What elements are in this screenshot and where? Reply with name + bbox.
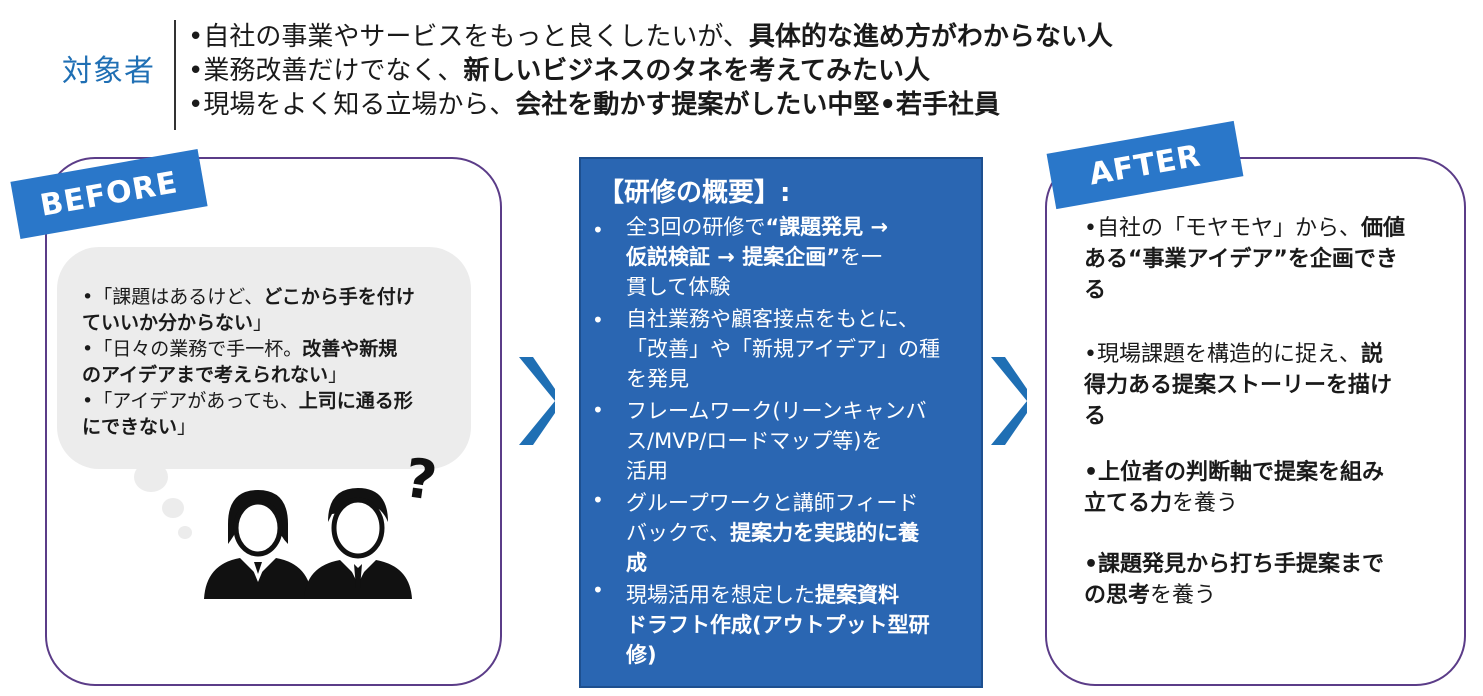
overview-line: 活用 <box>626 459 668 483</box>
bullet-icon: • <box>592 308 604 332</box>
chevron-right-icon <box>519 357 555 445</box>
overview-line: グループワークと講師フィード <box>626 491 919 515</box>
overview-line: 自社業務や顧客接点をもとに、 <box>626 307 919 331</box>
after-panel <box>1045 157 1466 686</box>
training-overview-title: 【研修の概要】: <box>598 178 791 208</box>
after-line: 得力ある提案ストーリーを描け <box>1084 373 1393 398</box>
target-line-emphasis: 会社を動かす提案がしたい中堅•若手社員 <box>515 90 1000 120</box>
overview-line: 成 <box>626 551 647 575</box>
overview-line: 全3回の研修で“課題発見 → <box>626 215 889 239</box>
overview-line: 仮説検証 → 提案企画”を一 <box>626 245 883 269</box>
target-line-text: •業務改善だけでなく、 <box>188 56 464 86</box>
bubble-line: •「日々の業務で手一杯。改善や新規 <box>82 338 398 360</box>
overview-line: 「改善」や「新規アイデア」の種 <box>626 337 940 361</box>
after-line: る <box>1084 278 1107 303</box>
after-line: ある“事業アイデア”を企画でき <box>1084 247 1398 272</box>
thought-dot <box>162 498 184 518</box>
target-line-3: •現場をよく知る立場から、会社を動かす提案がしたい中堅•若手社員 <box>188 88 1000 122</box>
bullet-icon: • <box>592 488 604 512</box>
bubble-line: にできない」 <box>82 416 197 438</box>
target-line-emphasis: 新しいビジネスのタネを考えてみたい人 <box>463 56 931 86</box>
overview-line: 修) <box>626 643 657 667</box>
overview-line: 貫して体験 <box>626 275 731 299</box>
training-overview-box <box>579 157 983 688</box>
after-line: •課題発見から打ち手提案まで <box>1084 552 1385 577</box>
after-line: •自社の「モヤモヤ」から、価値 <box>1084 216 1405 241</box>
after-line: •現場課題を構造的に捉え、説 <box>1084 342 1383 367</box>
overview-line: バックで、提案力を実践的に養 <box>626 521 920 545</box>
chevron-right-icon <box>991 357 1027 445</box>
bubble-line: •「課題はあるけど、どこから手を付け <box>82 286 415 308</box>
target-line-1: •自社の事業やサービスをもっと良くしたいが、具体的な進め方がわからない人 <box>188 20 1113 54</box>
overview-line: フレームワーク(リーンキャンバ <box>626 399 927 423</box>
target-audience-label: 対象者 <box>62 54 155 89</box>
target-line-text: •現場をよく知る立場から、 <box>188 90 516 120</box>
after-line: 立てる力を養う <box>1084 491 1239 516</box>
overview-line: 現場活用を想定した提案資料 <box>626 583 899 607</box>
target-line-emphasis: 具体的な進め方がわからない人 <box>748 22 1113 52</box>
bubble-line: のアイデアまで考えられない」 <box>82 364 348 386</box>
overview-line: ス/MVP/ロードマップ等)を <box>626 429 883 453</box>
after-line: •上位者の判断軸で提案を組み <box>1084 460 1385 485</box>
man-icon <box>304 488 412 599</box>
bubble-line: ていいか分からない」 <box>82 312 273 334</box>
bullet-icon: • <box>592 578 604 602</box>
business-people-icon <box>204 488 412 599</box>
woman-icon <box>204 490 312 599</box>
after-line: る <box>1084 404 1107 429</box>
target-line-text: •自社の事業やサービスをもっと良くしたいが、 <box>188 22 749 52</box>
after-line: の思考を養う <box>1084 583 1217 608</box>
bullet-icon: • <box>592 218 604 242</box>
target-line-2: •業務改善だけでなく、新しいビジネスのタネを考えてみたい人 <box>188 54 930 88</box>
bullet-icon: • <box>592 398 604 422</box>
thought-dot <box>134 462 168 492</box>
bubble-line: •「アイデアがあっても、上司に通る形 <box>82 390 413 412</box>
speech-bubble <box>57 247 471 469</box>
divider <box>174 20 176 130</box>
overview-line: ドラフト作成(アウトプット型研 <box>626 613 930 637</box>
overview-line: を発見 <box>626 367 689 391</box>
thought-dot <box>178 526 192 539</box>
